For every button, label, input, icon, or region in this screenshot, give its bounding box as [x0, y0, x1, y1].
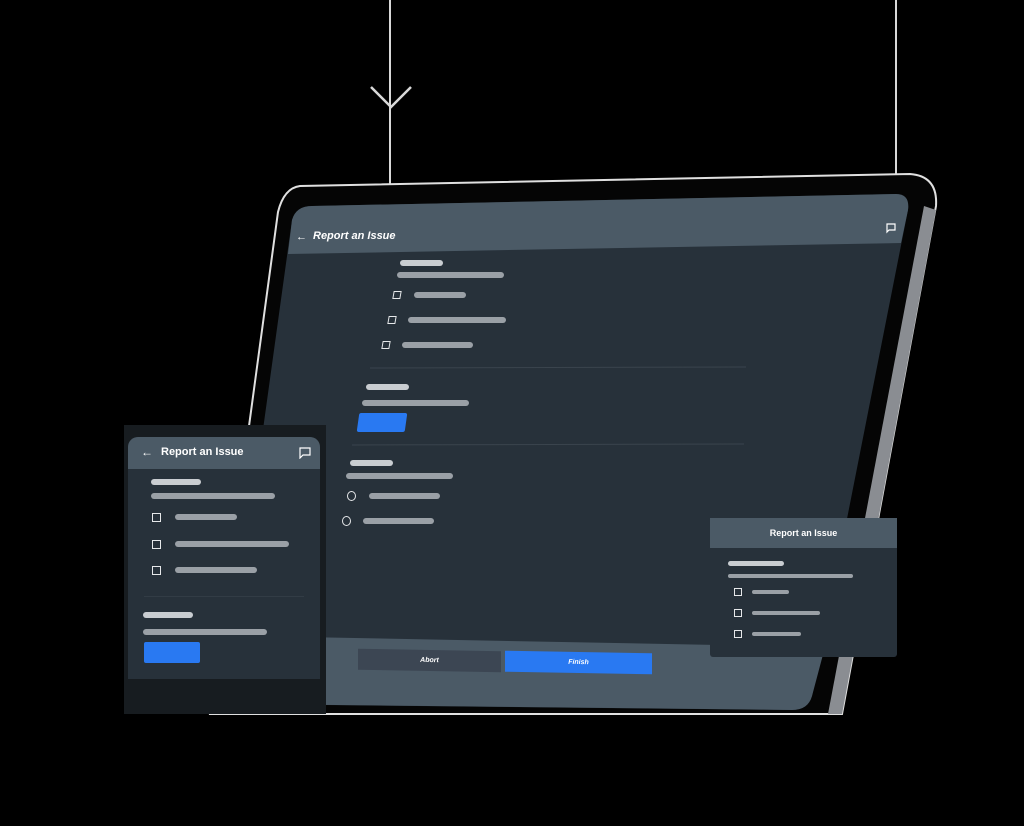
- arrow-down-icon: [370, 86, 412, 109]
- checkbox[interactable]: [381, 341, 391, 349]
- dialog-header: Report an Issue: [710, 518, 897, 548]
- primary-action-button[interactable]: [144, 642, 200, 663]
- phone-title: Report an Issue: [161, 446, 244, 458]
- checkbox[interactable]: [734, 588, 742, 596]
- checkbox[interactable]: [734, 630, 742, 638]
- phone-header: ← Report an Issue: [128, 437, 320, 469]
- radio-button[interactable]: [342, 516, 351, 526]
- radio-button[interactable]: [347, 491, 356, 501]
- back-arrow-icon[interactable]: ←: [296, 231, 307, 243]
- phone-screen: ← Report an Issue: [128, 437, 320, 679]
- checkbox[interactable]: [392, 291, 402, 299]
- dialog-card: Report an Issue: [710, 518, 897, 657]
- checkbox[interactable]: [152, 540, 161, 549]
- connector-line-left: [389, 0, 391, 186]
- checkbox[interactable]: [734, 609, 742, 617]
- checkbox[interactable]: [152, 566, 161, 575]
- checkbox[interactable]: [387, 316, 397, 324]
- chat-bubble-icon[interactable]: [885, 222, 897, 234]
- tablet-title: Report an Issue: [313, 230, 396, 242]
- checkbox[interactable]: [152, 513, 161, 522]
- back-arrow-icon[interactable]: ←: [141, 445, 153, 459]
- connector-line-right: [895, 0, 897, 176]
- dialog-title: Report an Issue: [769, 528, 838, 538]
- finish-button[interactable]: Finish: [505, 650, 652, 675]
- phone-device: ← Report an Issue: [124, 425, 326, 714]
- primary-action-button[interactable]: [356, 413, 408, 432]
- abort-button[interactable]: Abort: [358, 648, 501, 673]
- chat-bubble-icon[interactable]: [299, 447, 311, 459]
